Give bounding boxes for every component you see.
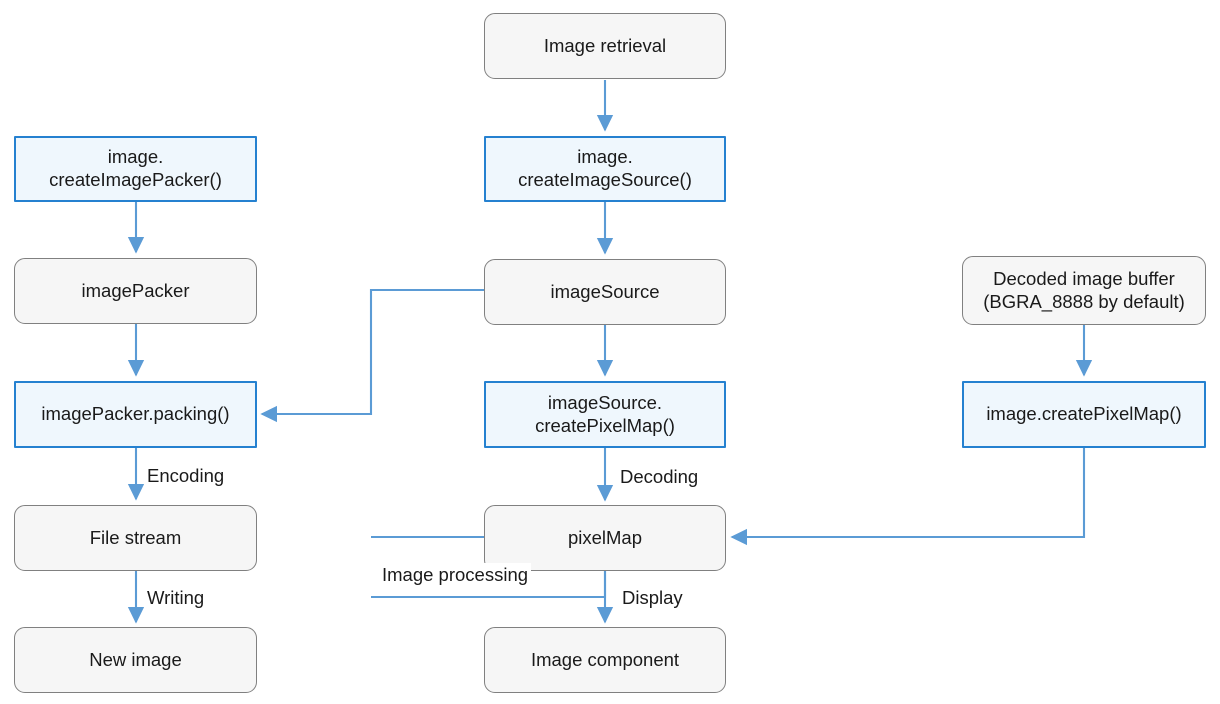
edge-label-encoding: Encoding [144, 464, 228, 489]
edge-label-display: Display [619, 586, 686, 611]
node-new-image[interactable]: New image [14, 627, 257, 693]
edge-label-decoding: Decoding [617, 465, 702, 490]
node-file-stream[interactable]: File stream [14, 505, 257, 571]
node-image-component[interactable]: Image component [484, 627, 726, 693]
node-pixel-map[interactable]: pixelMap [484, 505, 726, 571]
node-image-retrieval[interactable]: Image retrieval [484, 13, 726, 79]
node-decoded-image-buffer[interactable]: Decoded image buffer (BGRA_8888 by defau… [962, 256, 1206, 325]
node-create-image-source[interactable]: image. createImageSource() [484, 136, 726, 202]
edge-createpixelmap-to-pixelmap-right [730, 447, 1086, 546]
node-image-packer[interactable]: imagePacker [14, 258, 257, 324]
node-image-source[interactable]: imageSource [484, 259, 726, 325]
edge-label-writing: Writing [144, 586, 208, 611]
edge-imagesource-to-packing [260, 288, 484, 423]
node-create-pixelmap[interactable]: image.createPixelMap() [962, 381, 1206, 448]
node-image-source-create-pixelmap[interactable]: imageSource. createPixelMap() [484, 381, 726, 448]
node-create-image-packer[interactable]: image. createImagePacker() [14, 136, 257, 202]
node-image-packer-packing[interactable]: imagePacker.packing() [14, 381, 257, 448]
edge-label-image-processing: Image processing [379, 563, 532, 588]
